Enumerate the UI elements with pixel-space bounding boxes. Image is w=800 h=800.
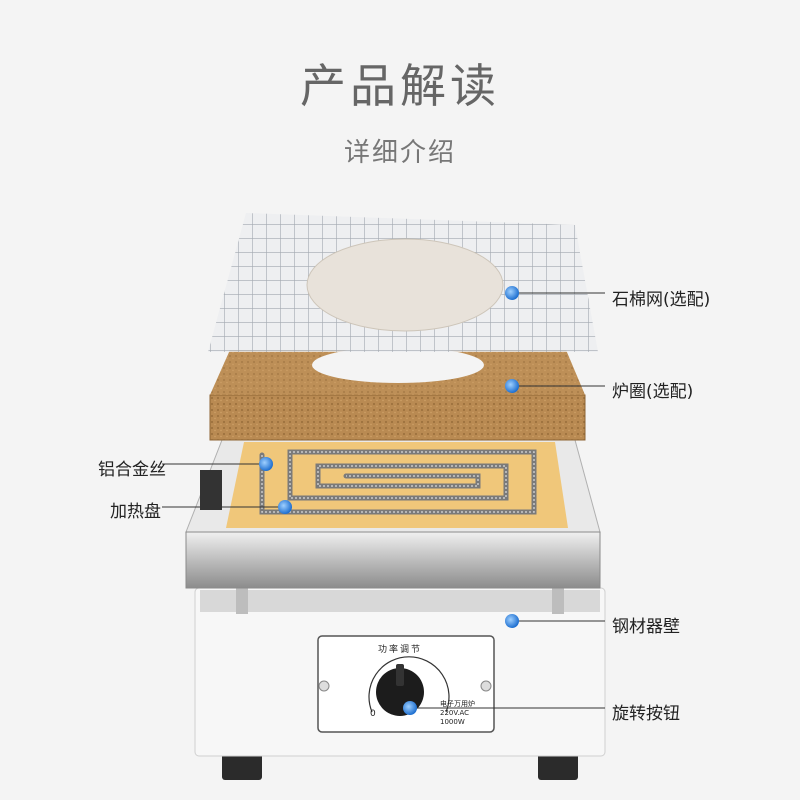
panel-model-info: 电子万用炉 220V.AC 1000W (440, 700, 475, 727)
panel-voltage: 220V.AC (440, 709, 470, 717)
callout-label-knob: 旋转按钮 (612, 704, 680, 724)
callout-label-wall: 钢材器壁 (612, 617, 680, 637)
marker-wire (259, 457, 273, 471)
marker-plate (278, 500, 292, 514)
marker-knob (403, 701, 417, 715)
bolt-right (552, 588, 564, 614)
bolt-left (236, 588, 248, 614)
callout-label-mesh: 石棉网(选配) (612, 290, 711, 310)
ring-hole (312, 347, 484, 383)
asbestos-mesh (208, 213, 598, 352)
callout-label-plate: 加热盘 (110, 502, 161, 522)
wall-top-shadow (200, 590, 600, 612)
page-subtitle: 详细介绍 (343, 138, 456, 168)
marker-wall (505, 614, 519, 628)
stove-ring (209, 347, 586, 441)
side-handle (200, 470, 222, 510)
heating-plate (226, 442, 568, 528)
panel-power: 1000W (440, 718, 465, 726)
callout-lines (162, 292, 605, 709)
marker-ring (505, 379, 519, 393)
screw-left (318, 680, 330, 692)
callout-markers (259, 286, 519, 715)
callout-label-wire: 铝合金丝 (98, 460, 166, 480)
mesh-center-pad (306, 238, 504, 332)
callout-label-ring: 炉圈(选配) (612, 382, 694, 402)
marker-mesh (505, 286, 519, 300)
knob-grip (396, 664, 404, 686)
dial-scale (368, 656, 450, 713)
panel-title: 功率调节 (378, 645, 423, 655)
screw-right (480, 680, 492, 692)
panel-model-name: 电子万用炉 (440, 700, 475, 708)
page-title: 产品解读 (300, 59, 500, 113)
dial-min-label: 0 (370, 709, 376, 719)
